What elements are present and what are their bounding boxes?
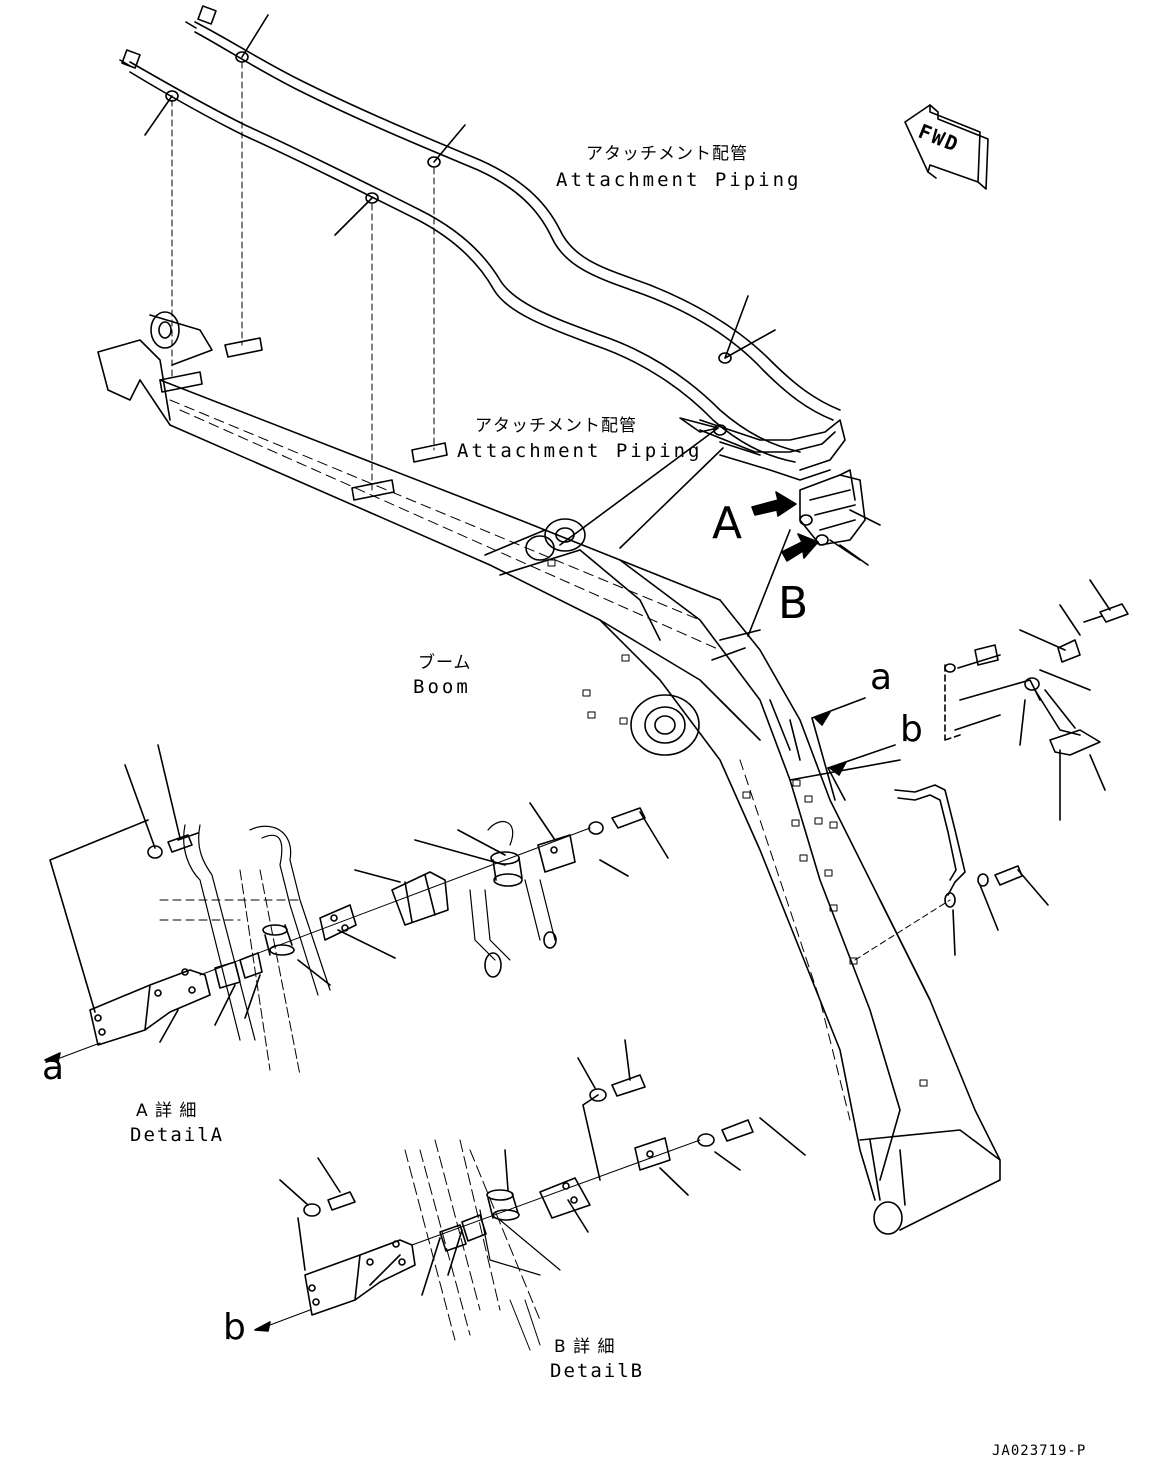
detail-a-title-jp: A 詳 細 [136, 1101, 198, 1121]
drawing-number: JA023719-P [992, 1443, 1087, 1459]
reference-a-label: a [870, 657, 893, 698]
detail-a-title-en: DetailA [130, 1124, 225, 1146]
boom-bracket-parts [854, 579, 1129, 961]
boom-label-en: Boom [413, 676, 471, 698]
attachment-piping-upper-label-en: Attachment Piping [556, 169, 802, 191]
reference-b-label: b [900, 709, 923, 750]
callout-a-label: A [712, 498, 743, 549]
reference-leaders [811, 697, 896, 801]
fwd-arrow-icon [904, 104, 989, 190]
detail-a-drawing [44, 744, 669, 1076]
attachment-piping-middle [559, 417, 881, 761]
detail-b-title-en: DetailB [550, 1360, 645, 1382]
attachment-piping-upper [119, 5, 841, 501]
detail-b-drawing [254, 1039, 806, 1351]
boom-label-jp: ブーム [418, 653, 472, 673]
detail-b-title-jp: B 詳 細 [554, 1337, 616, 1357]
attachment-piping-upper-label-jp: アタッチメント配管 [586, 144, 748, 164]
attachment-piping-middle-label-en: Attachment Piping [457, 440, 703, 462]
attachment-piping-middle-label-jp: アタッチメント配管 [475, 416, 637, 436]
detail-b-reference-label: b [223, 1307, 246, 1348]
detail-a-reference-label: a [42, 1047, 65, 1088]
callout-b-label: B [778, 578, 809, 629]
